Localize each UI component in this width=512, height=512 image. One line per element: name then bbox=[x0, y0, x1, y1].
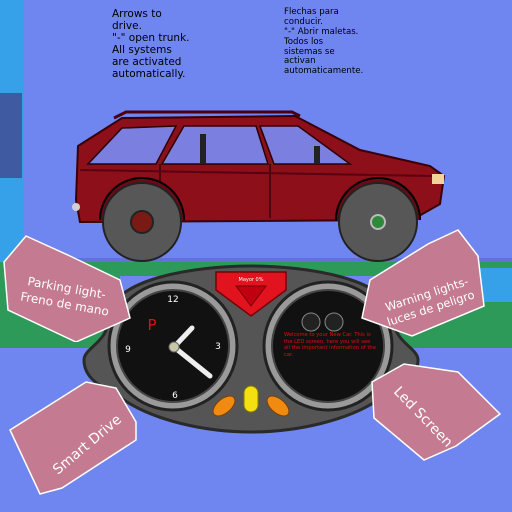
dashboard: 12 3 6 9 P Welcome to your New Car. This… bbox=[82, 264, 420, 434]
roof-rack bbox=[113, 110, 301, 120]
seat-rear bbox=[200, 134, 206, 164]
turn-light-left bbox=[212, 395, 236, 417]
instructions-spanish: Flechas para conducir. "-" Abrir maletas… bbox=[284, 7, 364, 77]
led-face bbox=[271, 289, 385, 403]
rear-hub bbox=[130, 210, 154, 234]
sign-warning: Warning lights- luces de peligro bbox=[361, 229, 485, 337]
gear-indicator: P bbox=[147, 316, 156, 334]
sign-smart-drive: Smart Drive bbox=[9, 381, 137, 495]
sign-warning-shape bbox=[361, 229, 485, 337]
exhaust bbox=[72, 203, 80, 211]
clock-number-6: 6 bbox=[172, 391, 178, 401]
led-knob-left bbox=[301, 312, 321, 332]
middle-window bbox=[160, 125, 270, 165]
sign-smart-drive-shape bbox=[9, 381, 137, 495]
badge-diamond-icon bbox=[235, 285, 267, 307]
led-screen-area: Welcome to your New Car. This is the LED… bbox=[284, 332, 376, 358]
clock-center bbox=[168, 341, 180, 353]
seat-front bbox=[314, 146, 320, 164]
led-screen-text: Welcome to your New Car. This is the LED… bbox=[284, 332, 376, 358]
left-door-top bbox=[0, 93, 22, 178]
front-hub bbox=[370, 214, 386, 230]
clock-number-9: 9 bbox=[125, 345, 131, 355]
belt-line bbox=[79, 169, 437, 177]
sign-parking: Parking light- Freno de mano bbox=[3, 235, 131, 342]
sign-parking-shape bbox=[3, 235, 131, 342]
badge-text: Mayor 0% bbox=[239, 277, 264, 283]
sign-led-screen: Led Screen bbox=[371, 363, 502, 461]
led-knob-right bbox=[324, 312, 344, 332]
center-light bbox=[243, 385, 259, 413]
clock-number-3: 3 bbox=[215, 342, 221, 352]
player-car[interactable] bbox=[60, 108, 452, 264]
rear-window bbox=[86, 125, 178, 165]
instructions-english: Arrows to drive. "-" open trunk. All sys… bbox=[112, 8, 190, 81]
front-window bbox=[258, 125, 353, 165]
turn-light-right bbox=[266, 395, 290, 417]
clock-number-12: 12 bbox=[167, 295, 178, 305]
ground-line bbox=[24, 258, 512, 262]
headlight bbox=[432, 174, 444, 184]
sign-led-screen-shape bbox=[371, 363, 502, 461]
clock-hand-minute bbox=[171, 344, 213, 379]
